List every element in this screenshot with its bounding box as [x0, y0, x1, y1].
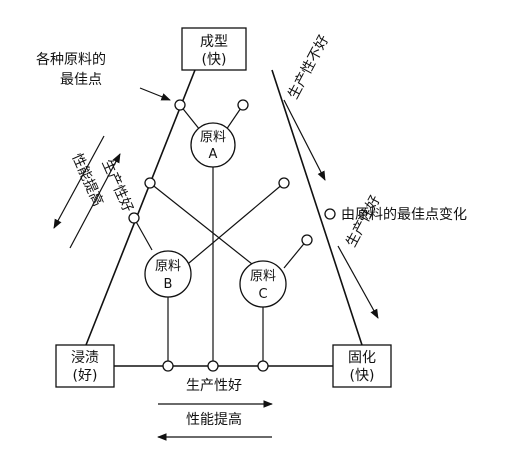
optimal-point-dot — [257, 360, 269, 372]
node-impregnation-label: 浸渍 — [71, 350, 99, 366]
node-impregnation-box — [55, 344, 115, 388]
left-edge — [85, 69, 196, 346]
optimal-point-dot — [207, 360, 219, 372]
left-outer-label: 性能提高 — [68, 151, 106, 209]
node-molding-box — [181, 27, 247, 71]
node-molding-sub: (快) — [202, 52, 227, 68]
optimal-point-label-2: 最佳点 — [60, 72, 102, 88]
left-inner-arrow — [69, 153, 121, 249]
node-impregnation-sub: (好) — [73, 368, 98, 384]
right-lower-arrow — [337, 245, 379, 319]
material-b-circle — [144, 250, 192, 298]
right-edge — [271, 69, 363, 346]
bottom-upper-label: 生产性好 — [186, 378, 242, 394]
material-c-id: C — [258, 287, 267, 302]
node-curing-sub: (快) — [350, 368, 375, 384]
optimal-point-dot — [278, 177, 290, 189]
c-right-link — [283, 239, 308, 269]
node-curing-label: 固化 — [348, 350, 376, 366]
optimal-point-dot — [128, 212, 140, 224]
material-c-circle — [239, 260, 287, 308]
optimal-point-dot — [301, 234, 313, 246]
material-b-name: 原料 — [155, 259, 181, 274]
material-c-name: 原料 — [250, 269, 276, 284]
material-a-name: 原料 — [200, 130, 226, 145]
left-outer-arrow — [53, 135, 105, 229]
cross-line-2 — [182, 182, 285, 269]
optimal-point-dot — [174, 99, 186, 111]
material-b-id: B — [164, 277, 173, 292]
right-upper-arrow — [283, 99, 326, 181]
node-molding-label: 成型 — [200, 34, 228, 50]
node-curing-box — [332, 344, 392, 388]
left-inner-label: 生产性好 — [98, 157, 135, 215]
bottom-lower-label: 性能提高 — [186, 411, 242, 428]
optimal-point-label: 各种原料的 — [36, 52, 106, 68]
cross-line-1 — [149, 182, 258, 269]
optimal-point-dot — [237, 99, 249, 111]
legend-dot-icon — [324, 208, 336, 220]
optimal-point-pointer — [139, 87, 171, 101]
b-left-link — [133, 217, 153, 251]
legend-label: 由原料的最佳点变化 — [341, 207, 467, 223]
material-a-circle — [190, 122, 236, 168]
material-a-id: A — [209, 147, 218, 162]
optimal-point-dot — [144, 177, 156, 189]
right-upper-label: 生产性不好 — [285, 33, 332, 102]
optimal-point-dot — [162, 360, 174, 372]
